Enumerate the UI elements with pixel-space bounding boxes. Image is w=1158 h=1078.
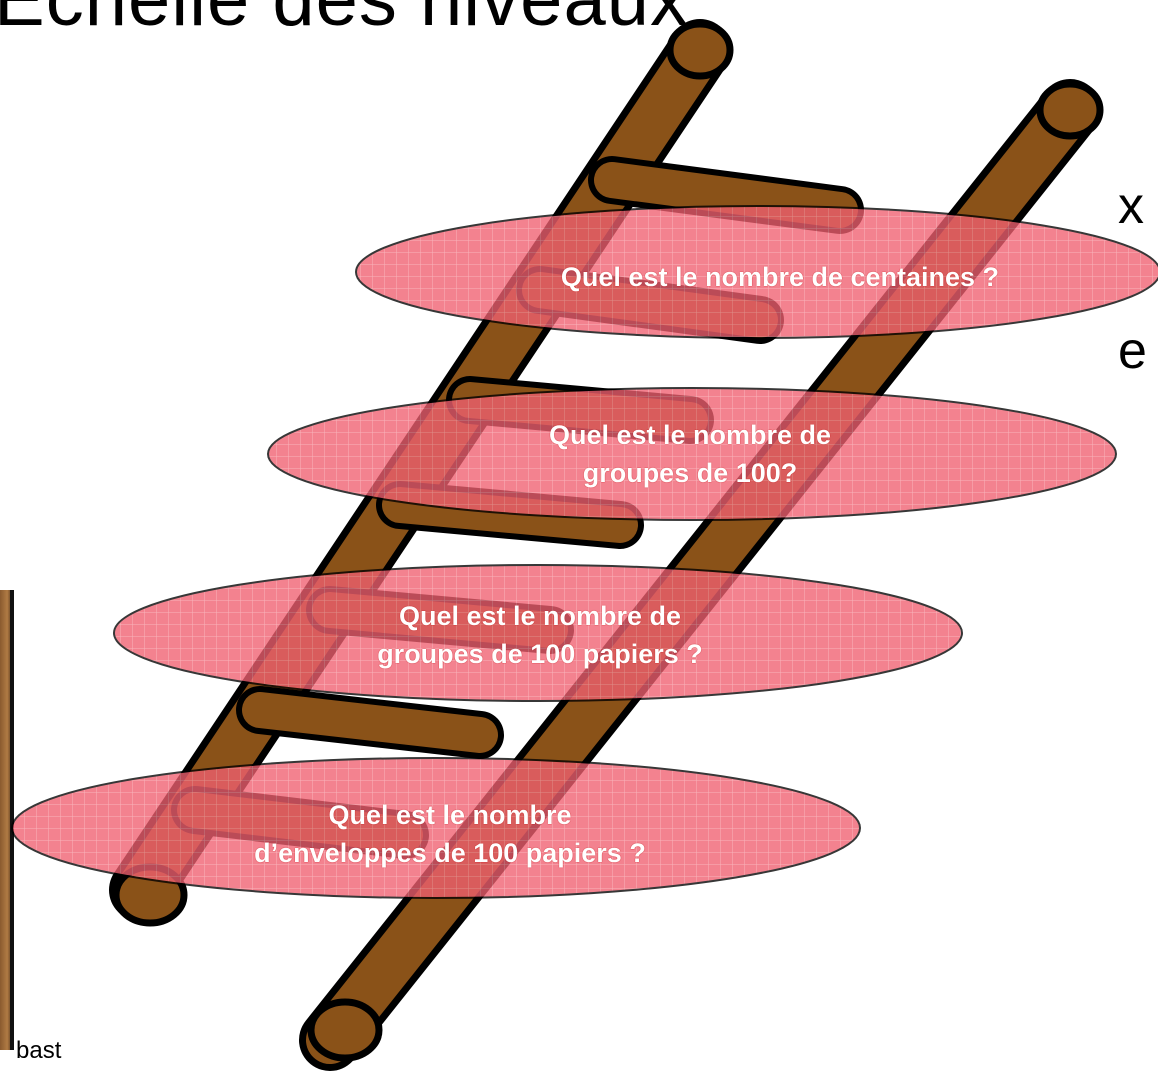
question-ellipse-4 [11, 757, 861, 899]
ladder-end-caps [112, 20, 1104, 1062]
question-ellipse-3 [113, 564, 963, 702]
photo-border [10, 590, 14, 1050]
question-ellipse-2 [267, 387, 1117, 521]
photo-caption: bast [16, 1037, 62, 1064]
question-2-line-1: Quel est le nombre de [548, 420, 832, 450]
slide-title: Échelle des niveaux [0, 0, 689, 43]
question-4-line-1: Quel est le nombre [328, 800, 572, 830]
question-1-text: Quel est le nombre de centaines ? [430, 258, 1130, 296]
question-3-line-1: Quel est le nombre de [398, 601, 682, 631]
photo-fragment [0, 590, 12, 1050]
question-2-line-2: groupes de 100? [582, 458, 798, 488]
question-2-text: Quel est le nombre de groupes de 100? [380, 416, 1000, 492]
question-3-text: Quel est le nombre de groupes de 100 pap… [230, 597, 850, 673]
left-text-fragment-1: x [1118, 177, 1144, 235]
question-4-text: Quel est le nombre d’enveloppes de 100 p… [100, 796, 800, 872]
question-1-line-1: Quel est le nombre de centaines ? [560, 262, 1000, 292]
question-ellipse-1 [355, 205, 1158, 339]
left-text-fragment-2: e [1118, 322, 1147, 380]
question-3-line-2: groupes de 100 papiers ? [377, 639, 703, 669]
question-4-line-2: d’enveloppes de 100 papiers ? [254, 838, 646, 868]
